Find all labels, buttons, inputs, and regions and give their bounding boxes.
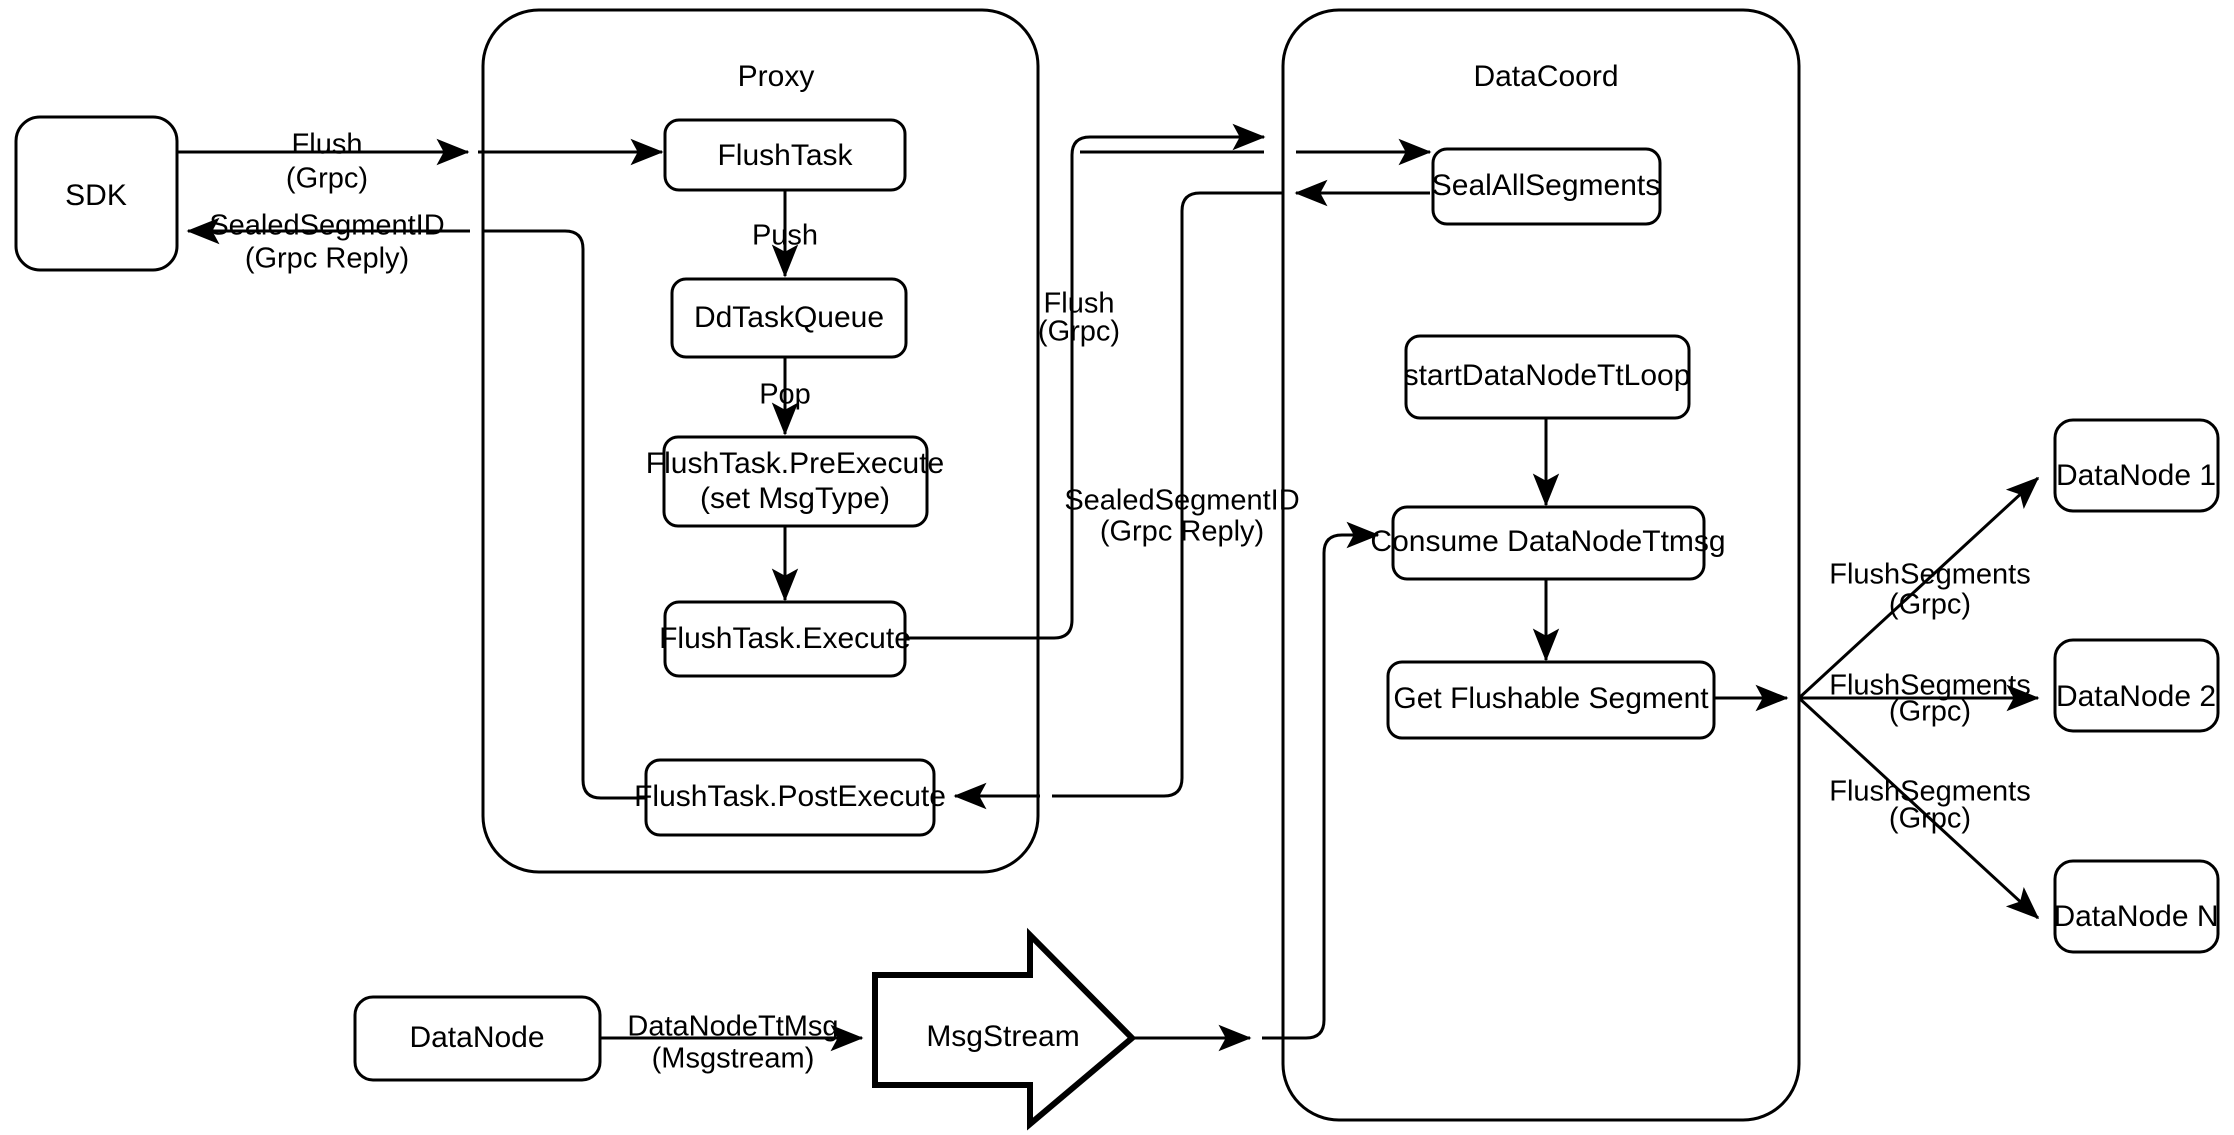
edge-label-sealedsegmentid-reply-line1: SealedSegmentID <box>209 210 444 242</box>
ddtaskqueue-box[interactable] <box>670 277 908 359</box>
datanode2-box[interactable] <box>2053 638 2220 733</box>
startdatanodettloop-box[interactable] <box>1404 334 1691 420</box>
edge-proxy-to-datacoord-flush: Flush (Grpc) <box>906 123 1432 640</box>
execute-label: FlushTask.Execute <box>659 622 911 655</box>
datacoord-group-label: DataCoord <box>1473 60 1618 93</box>
node-sdk[interactable]: SDK <box>14 115 179 272</box>
datanode1-label: DataNode 1 <box>2056 459 2216 492</box>
node-datanode-source[interactable]: DataNode <box>353 995 602 1082</box>
node-datanoden[interactable]: DataNode N <box>2053 859 2220 954</box>
datanode-source-label: DataNode <box>409 1021 544 1054</box>
node-consumedatanodettmsg[interactable]: Consume DataNodeTtmsg <box>1370 505 1726 581</box>
startdatanodettloop-label: startDataNodeTtLoop <box>1404 359 1691 392</box>
sealallsegments-box[interactable] <box>1431 147 1662 226</box>
edge-label-flushsegments-1-line2: (Grpc) <box>1889 589 1971 621</box>
postexecute-label: FlushTask.PostExecute <box>634 780 946 813</box>
edge-proxy-to-sdk: SealedSegmentID (Grpc Reply) <box>186 210 470 275</box>
edge-getflushable-to-fanout: FlushSegments (Grpc) FlushSegments (Grpc… <box>1714 476 2040 920</box>
msgstream-arrow-shape[interactable] <box>872 927 1137 1131</box>
group-datacoord: DataCoord <box>1281 8 1801 1122</box>
node-preexecute[interactable]: FlushTask.PreExecute (set MsgType) <box>646 435 944 528</box>
datanode1-box[interactable] <box>2053 418 2220 513</box>
node-ddtaskqueue[interactable]: DdTaskQueue <box>670 277 908 359</box>
edge-label-pop: Pop <box>759 379 811 411</box>
edge-datanode-to-msgstream: DataNodeTtMsg (Msgstream) <box>601 1011 864 1075</box>
datacoord-container <box>1281 8 1801 1122</box>
edge-label-proxy-flush-line2: (Grpc) <box>1038 316 1120 348</box>
datanode2-label: DataNode 2 <box>2056 680 2216 713</box>
msgstream-label: MsgStream <box>926 1020 1079 1053</box>
sealallsegments-label: SealAllSegments <box>1432 169 1660 202</box>
edge-label-flushsegments-2-line2: (Grpc) <box>1889 696 1971 728</box>
preexecute-label-line1: FlushTask.PreExecute <box>646 447 944 480</box>
edge-label-flushsegments-2-line1: FlushSegments <box>1829 670 2031 702</box>
edge-flushtask-to-ddtaskqueue: Push <box>752 190 818 278</box>
edge-datacoord-to-proxy-reply: SealedSegmentID (Grpc Reply) <box>953 179 1430 810</box>
node-postexecute[interactable]: FlushTask.PostExecute <box>634 758 946 837</box>
getflushablesegment-label: Get Flushable Segment <box>1393 682 1709 715</box>
edge-label-proxy-flush-line1: Flush <box>1044 288 1115 320</box>
proxy-group-label: Proxy <box>738 60 815 93</box>
edge-label-push: Push <box>752 220 818 252</box>
edge-label-datanodettmsg-line2: (Msgstream) <box>652 1043 815 1075</box>
proxy-container <box>481 8 1040 874</box>
edge-label-flush-grpc-line1: Flush <box>292 129 363 161</box>
node-datanode1[interactable]: DataNode 1 <box>2053 418 2220 513</box>
edge-label-dc-reply-line1: SealedSegmentID <box>1064 485 1299 517</box>
edge-label-flush-grpc-line2: (Grpc) <box>286 163 368 195</box>
getflushablesegment-box[interactable] <box>1386 660 1716 740</box>
edge-postexecute-to-sdk <box>484 229 646 800</box>
edge-ddtaskqueue-to-preexecute: Pop <box>759 357 811 436</box>
execute-box[interactable] <box>663 600 907 678</box>
node-datanode2[interactable]: DataNode 2 <box>2053 638 2220 733</box>
node-execute[interactable]: FlushTask.Execute <box>659 600 911 678</box>
consumedatanodettmsg-label: Consume DataNodeTtmsg <box>1370 525 1725 558</box>
datanoden-box[interactable] <box>2053 859 2220 954</box>
preexecute-box[interactable] <box>662 435 929 528</box>
sdk-label: SDK <box>65 179 127 212</box>
node-sealallsegments[interactable]: SealAllSegments <box>1431 147 1662 226</box>
edge-label-dc-reply-line2: (Grpc Reply) <box>1100 516 1264 548</box>
postexecute-box[interactable] <box>644 758 936 837</box>
consumedatanodettmsg-box[interactable] <box>1391 505 1706 581</box>
edge-label-flushsegments-n-line2: (Grpc) <box>1889 803 1971 835</box>
flushtask-box[interactable] <box>663 118 907 192</box>
node-startdatanodettloop[interactable]: startDataNodeTtLoop <box>1404 334 1691 420</box>
edge-label-datanodettmsg-line1: DataNodeTtMsg <box>627 1011 838 1043</box>
node-getflushablesegment[interactable]: Get Flushable Segment <box>1386 660 1716 740</box>
edge-label-sealedsegmentid-reply-line2: (Grpc Reply) <box>245 243 409 275</box>
flushtask-label: FlushTask <box>717 139 853 172</box>
edge-msgstream-to-consume <box>1133 521 1380 1052</box>
sdk-box[interactable] <box>14 115 179 272</box>
group-proxy: Proxy <box>481 8 1040 874</box>
node-flushtask[interactable]: FlushTask <box>663 118 907 192</box>
datanode-source-box[interactable] <box>353 995 602 1082</box>
datanoden-label: DataNode N <box>2053 900 2218 933</box>
node-msgstream[interactable]: MsgStream <box>872 927 1137 1131</box>
ddtaskqueue-label: DdTaskQueue <box>694 301 884 334</box>
edge-label-flushsegments-n-line1: FlushSegments <box>1829 776 2031 808</box>
edge-sdk-to-proxy: Flush (Grpc) <box>178 129 664 195</box>
preexecute-label-line2: (set MsgType) <box>700 482 890 515</box>
edge-label-flushsegments-1-line1: FlushSegments <box>1829 559 2031 591</box>
